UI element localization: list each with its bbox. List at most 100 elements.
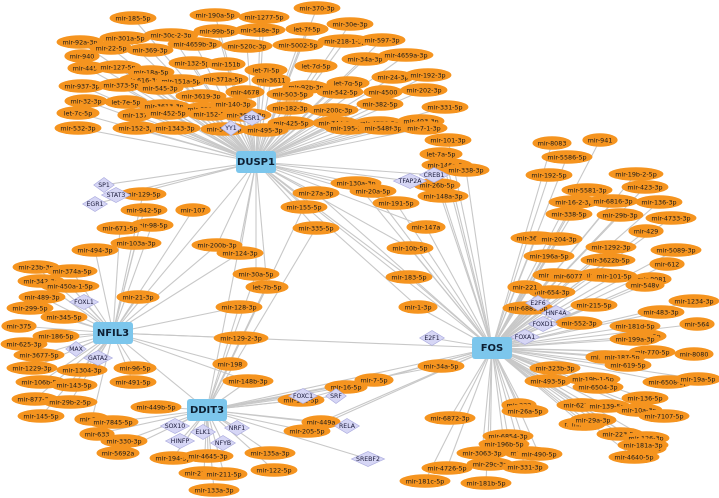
mirna-node[interactable]: mir-5586-5p <box>541 150 593 164</box>
mirna-node[interactable]: mir-129-5p <box>119 187 167 201</box>
tf-node-stat3[interactable]: STAT3 <box>100 187 132 203</box>
mirna-node[interactable]: mir-382-5p <box>356 97 404 111</box>
mirna-node[interactable]: mir-331-5p <box>421 100 469 114</box>
tf-node-foxl1[interactable]: FOXL1 <box>68 294 100 310</box>
mirna-node[interactable]: mir-375 <box>1 319 37 333</box>
mirna-node[interactable]: mir-152-3p <box>112 121 160 135</box>
mirna-node[interactable]: mir-32-3p <box>64 94 108 108</box>
mirna-node[interactable]: mir-299-5p <box>6 301 54 315</box>
mirna-node[interactable]: mir-338-3p <box>442 163 490 177</box>
tf-node-srebf2[interactable]: SREBF2 <box>350 451 386 467</box>
mirna-node[interactable]: mir-215-5p <box>570 298 618 312</box>
tf-node-sox10[interactable]: SOX10 <box>159 418 191 434</box>
mirna-node[interactable]: mir-495-3p <box>241 123 289 137</box>
mirna-node[interactable]: mir-429 <box>628 224 664 238</box>
mirna-node[interactable]: let-7b-5p <box>245 280 289 294</box>
mirna-node[interactable]: mir-34a-3p <box>341 52 389 66</box>
mirna-node[interactable]: mir-4659b-3p <box>167 37 223 51</box>
hub-node-nfil3[interactable]: NFIL3 <box>93 322 133 344</box>
mirna-node[interactable]: mir-186-5p <box>32 329 80 343</box>
mirna-node[interactable]: mir-221 <box>507 280 543 294</box>
mirna-node[interactable]: mir-345-5p <box>40 310 88 324</box>
mirna-node[interactable]: mir-5692a <box>96 446 140 460</box>
tf-node-nrf1[interactable]: NRF1 <box>224 420 250 436</box>
mirna-node[interactable]: mir-937-3p <box>58 79 106 93</box>
mirna-node[interactable]: mir-331-3p <box>501 460 549 474</box>
mirna-node[interactable]: mir-449b-5p <box>130 400 182 414</box>
mirna-node[interactable]: mir-148b-3p <box>222 374 274 388</box>
tf-node-e2f1[interactable]: E2F1 <box>419 330 445 346</box>
mirna-node[interactable]: mir-491-5p <box>109 375 157 389</box>
mirna-node[interactable]: mir-181c-5p <box>399 474 451 488</box>
mirna-node[interactable]: mir-7-1-3p <box>400 121 448 135</box>
mirna-node[interactable]: mir-450a-1-5p <box>40 279 100 293</box>
mirna-node[interactable]: mir-542-5p <box>316 85 364 99</box>
mirna-node[interactable]: mir-27a-3p <box>292 186 340 200</box>
mirna-node[interactable]: mir-4678 <box>225 85 265 99</box>
mirna-node[interactable]: mir-190a-5p <box>189 8 241 22</box>
mirna-node[interactable]: let-7i-5p <box>244 63 288 77</box>
mirna-node[interactable]: mir-3619-3p <box>175 89 227 103</box>
mirna-node[interactable]: mir-452-5p <box>144 106 192 120</box>
mirna-node[interactable]: mir-6872-3p <box>424 411 476 425</box>
mirna-node[interactable]: mir-1343-3p <box>149 121 201 135</box>
mirna-node[interactable]: mir-3611 <box>251 73 291 87</box>
mirna-node[interactable]: mir-8083 <box>532 136 572 150</box>
mirna-node[interactable]: mir-205-5p <box>283 424 331 438</box>
tf-node-e2f6[interactable]: E2F6 <box>525 295 551 311</box>
mirna-node[interactable]: mir-195-5p <box>324 121 372 135</box>
mirna-node[interactable]: mir-612 <box>649 257 685 271</box>
mirna-node[interactable]: mir-192-3p <box>404 68 452 82</box>
mirna-node[interactable]: mir-7845-5p <box>87 415 139 429</box>
mirna-node[interactable]: mir-371a-5p <box>197 72 249 86</box>
mirna-node[interactable]: mir-30a-5p <box>232 267 280 281</box>
mirna-node[interactable]: mir-5089-3p <box>650 243 702 257</box>
mirna-node[interactable]: mir-942-5p <box>120 203 168 217</box>
mirna-node[interactable]: mir-7107-5p <box>638 409 690 423</box>
mirna-node[interactable]: mir-136-5p <box>621 391 669 405</box>
mirna-node[interactable]: mir-619-5p <box>604 358 652 372</box>
mirna-node[interactable]: mir-1304-3p <box>56 363 108 377</box>
mirna-node[interactable]: mir-6504-3p <box>572 380 624 394</box>
mirna-node[interactable]: mir-137 <box>117 108 153 122</box>
mirna-node[interactable]: mir-4500 <box>363 85 403 99</box>
mirna-node[interactable]: mir-151b <box>206 57 246 71</box>
mirna-node[interactable]: mir-185-5p <box>109 11 157 25</box>
mirna-node[interactable]: mir-155-5p <box>280 200 328 214</box>
hub-node-fos[interactable]: FOS <box>472 337 512 359</box>
mirna-node[interactable]: mir-19b-2-5p <box>608 167 664 181</box>
mirna-node[interactable]: mir-373-5p <box>97 78 145 92</box>
mirna-node[interactable]: mir-101-5p <box>590 269 638 283</box>
mirna-node[interactable]: mir-192-5p <box>525 168 573 182</box>
mirna-node[interactable]: mir-202-3p <box>400 83 448 97</box>
mirna-node[interactable]: mir-4659a-3p <box>378 48 434 62</box>
mirna-node[interactable]: mir-191-5p <box>372 196 420 210</box>
mirna-node[interactable]: mir-1292-3p <box>585 240 637 254</box>
mirna-node[interactable]: mir-24-3p <box>371 70 415 84</box>
mirna-node[interactable]: mir-29a-3p <box>569 413 617 427</box>
tf-node-foxd1[interactable]: FOXD1 <box>527 316 559 332</box>
mirna-node[interactable]: mir-4733-3p <box>645 211 697 225</box>
mirna-node[interactable]: mir-494-3p <box>71 243 119 257</box>
mirna-node[interactable]: mir-1234-3p <box>668 294 719 308</box>
mirna-node[interactable]: mir-34a-5p <box>417 359 465 373</box>
tf-node-gata2[interactable]: GATA2 <box>82 350 114 366</box>
tf-node-foxc1[interactable]: FOXC1 <box>287 388 319 404</box>
mirna-node[interactable]: mir-101-3p <box>424 133 472 147</box>
tf-node-max[interactable]: MAX <box>65 341 87 357</box>
mirna-node[interactable]: mir-19a-5p <box>674 372 719 386</box>
mirna-node[interactable]: mir-5002-5p <box>272 38 324 52</box>
mirna-node[interactable]: mir-129-2-3p <box>213 331 269 345</box>
mirna-node[interactable]: mir-29b-3p <box>596 208 644 222</box>
mirna-node[interactable]: mir-483-3p <box>637 305 685 319</box>
mirna-node[interactable]: mir-564 <box>679 317 715 331</box>
mirna-node[interactable]: mir-204-3p <box>535 232 583 246</box>
mirna-node[interactable]: mir-423-3p <box>621 180 669 194</box>
mirna-node[interactable]: mir-671-5p <box>96 221 144 235</box>
mirna-node[interactable]: mir-1229-3p <box>6 361 58 375</box>
mirna-node[interactable]: mir-30e-3p <box>326 17 374 31</box>
mirna-node[interactable]: mir-198 <box>212 357 248 371</box>
mirna-node[interactable]: mir-369-3p <box>126 43 174 57</box>
mirna-node[interactable]: mir-16-5p <box>324 380 368 394</box>
mirna-node[interactable]: mir-330-3p <box>100 434 148 448</box>
